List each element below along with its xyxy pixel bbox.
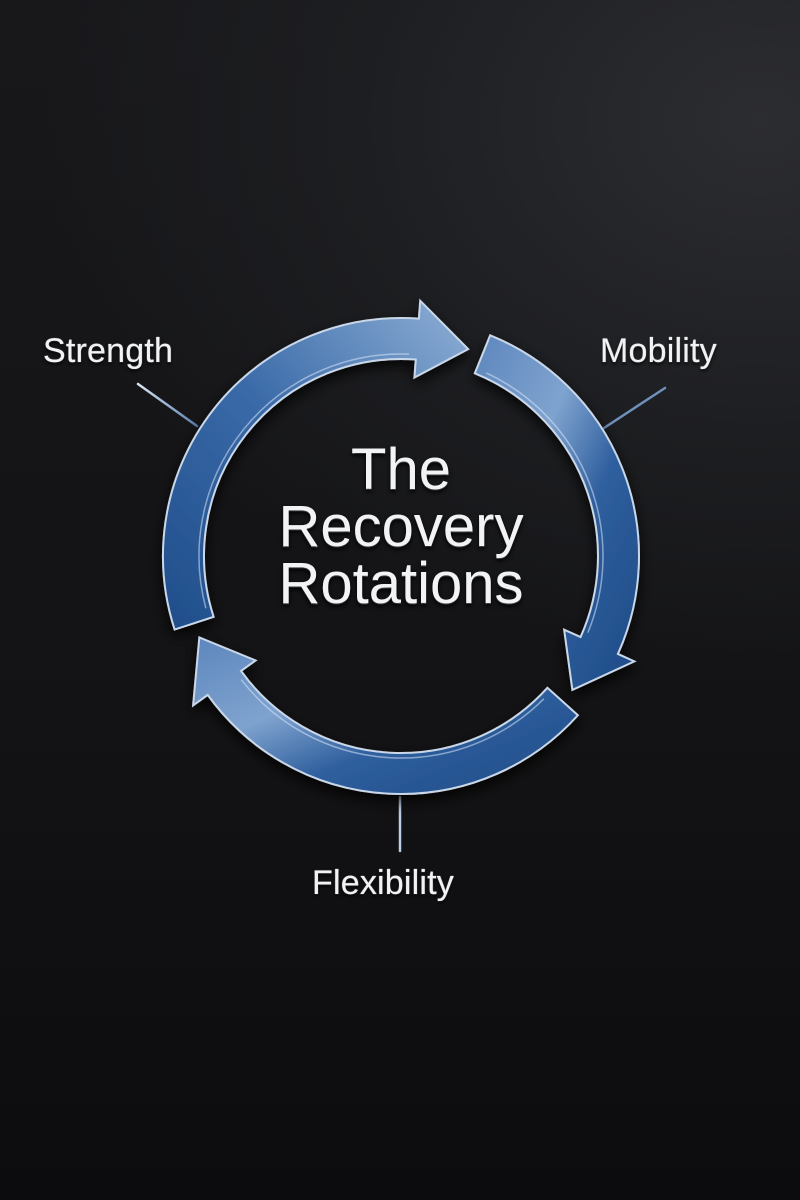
connector-mobility bbox=[602, 386, 667, 430]
title-line-3: Rotations bbox=[278, 551, 524, 616]
cycle-arrow-1 bbox=[162, 298, 470, 631]
stage-label-strength: Strength bbox=[43, 332, 174, 370]
diagram-title: The Recovery Rotations bbox=[200, 437, 602, 616]
stage-label-flexibility: Flexibility bbox=[312, 864, 455, 902]
stage-label-mobility: Mobility bbox=[600, 332, 717, 370]
arrow-highlight bbox=[486, 372, 604, 633]
cycle-arrow-3 bbox=[191, 636, 580, 795]
connector-strength bbox=[136, 382, 199, 428]
arrow-highlight bbox=[240, 679, 545, 759]
title-line-2: Recovery bbox=[278, 494, 524, 559]
arrow-highlight bbox=[198, 353, 410, 609]
title-line-1: The bbox=[351, 437, 451, 502]
cycle-ring bbox=[162, 298, 640, 795]
